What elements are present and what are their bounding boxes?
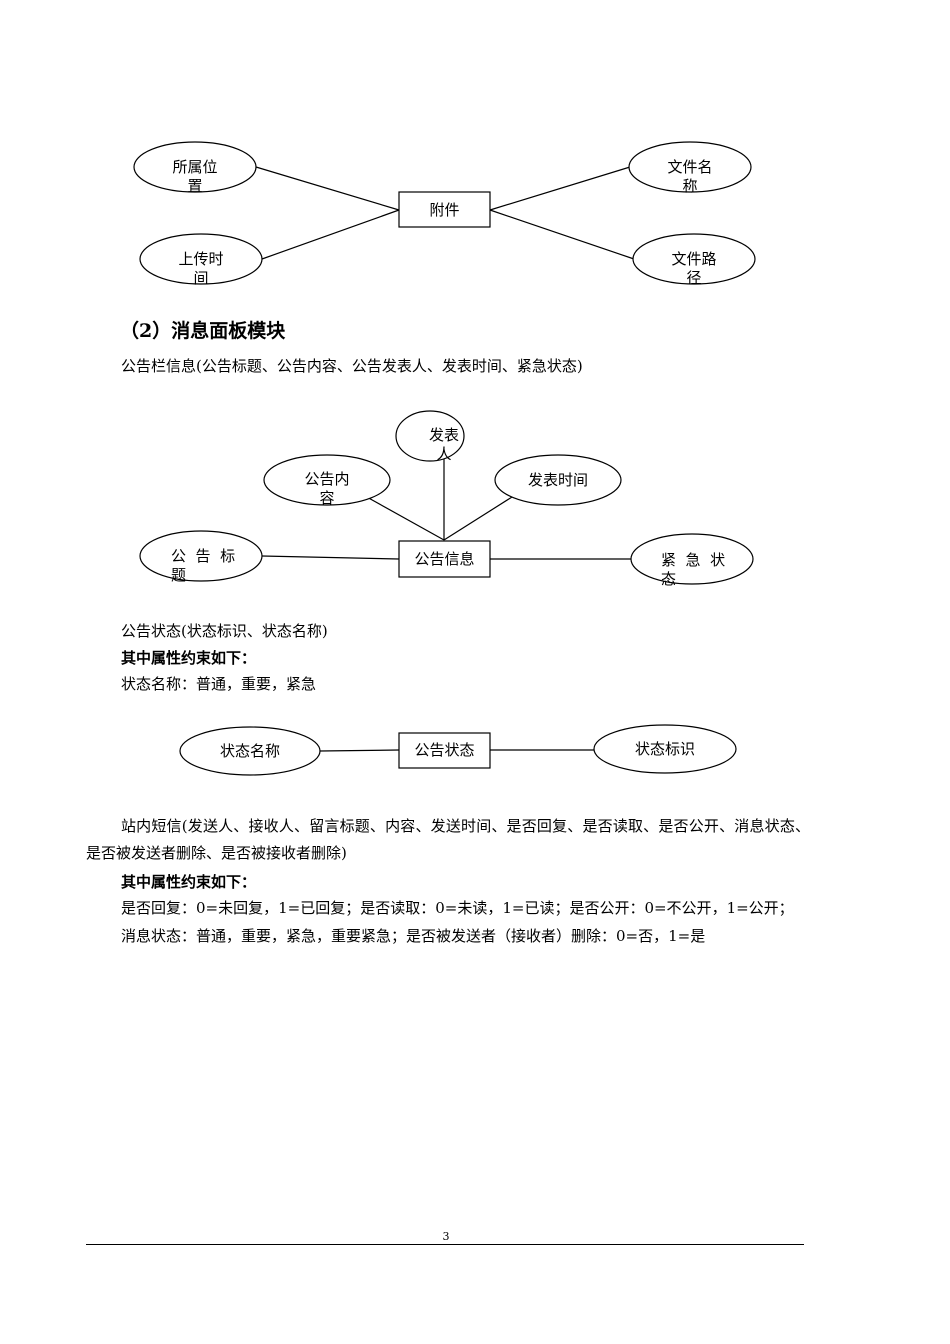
notice-status-line: 公告状态(状态标识、状态名称) (121, 622, 328, 640)
er-diagram-attachment: 所属位 置 上传时 间 文件名 称 文件路 径 附件 (133, 141, 756, 287)
connector-line (364, 495, 445, 541)
entity-label: 公告状态 (414, 741, 474, 759)
section-heading: （2）消息面板模块 (120, 320, 286, 342)
attribute-label: 所属位 (172, 158, 217, 176)
attribute-label: 状态名称 (220, 742, 280, 760)
attribute-label: 状态标识 (635, 740, 695, 758)
entity-box (398, 732, 491, 769)
attribute-label: 文件名 (667, 158, 712, 176)
attribute-ellipse (632, 233, 756, 285)
attribute-label: 公 告 标 (171, 547, 235, 565)
connector-line (261, 209, 400, 260)
constraint-heading: 其中属性约束如下： (121, 649, 257, 667)
constraint-heading: 其中属性约束如下： (121, 873, 257, 891)
connector-line (489, 166, 631, 211)
entity-box (398, 191, 491, 228)
attribute-ellipse (263, 454, 391, 506)
attribute-label: 题 (171, 566, 186, 584)
attribute-label: 称 (682, 177, 697, 195)
connector-line (255, 166, 400, 211)
attribute-label: 发表时间 (528, 471, 588, 489)
attribute-ellipse (494, 454, 622, 506)
attribute-label: 紧 急 状 (661, 551, 725, 569)
attribute-label: 间 (193, 269, 208, 287)
entity-box (398, 540, 491, 578)
constraint-line: 是否回复：0=未回复，1=已回复；是否读取：0=未读，1=已读；是否公开：0=不… (121, 899, 794, 917)
constraint-line: 消息状态：普通，重要，紧急，重要紧急；是否被发送者（接收者）删除：0=否，1=是 (121, 927, 706, 945)
attribute-label: 置 (187, 177, 202, 195)
entity-label: 附件 (429, 201, 459, 219)
attribute-ellipse (628, 141, 752, 193)
attribute-label: 态 (661, 570, 676, 588)
entity-label: 公告信息 (414, 550, 474, 568)
message-paragraph: 站内短信(发送人、接收人、留言标题、内容、发送时间、是否回复、是否读取、是否公开… (86, 817, 810, 862)
attribute-ellipse (179, 726, 321, 776)
page-number: 3 (442, 1230, 450, 1243)
attribute-ellipse (139, 530, 263, 582)
status-name-line: 状态名称：普通，重要，紧急 (121, 675, 317, 693)
attribute-label: 人 (436, 445, 451, 463)
attribute-label: 径 (686, 269, 701, 287)
er-diagram-notice-status: 状态名称 状态标识 公告状态 (179, 724, 737, 776)
attribute-label: 文件路 (671, 250, 716, 268)
er-diagram-notice-info: 发表 人 公告内 容 发表时间 公 告 标 题 紧 急 状 态 公告信息 (139, 410, 754, 588)
attribute-ellipse (630, 533, 754, 585)
attribute-label: 上传时 (178, 250, 223, 268)
attribute-ellipse (395, 410, 465, 462)
connector-line (319, 749, 400, 752)
connector-line (261, 555, 400, 560)
attribute-ellipse (593, 724, 737, 774)
footer-rule (86, 1244, 804, 1245)
attribute-label: 容 (319, 489, 334, 507)
attribute-ellipse (133, 141, 257, 193)
attribute-label: 发表 (429, 426, 459, 444)
attribute-label: 公告内 (304, 470, 349, 488)
connector-line (489, 209, 635, 260)
connector-line (443, 496, 513, 541)
attribute-ellipse (139, 233, 263, 285)
notice-info-line: 公告栏信息(公告标题、公告内容、公告发表人、发表时间、紧急状态) (121, 357, 583, 375)
